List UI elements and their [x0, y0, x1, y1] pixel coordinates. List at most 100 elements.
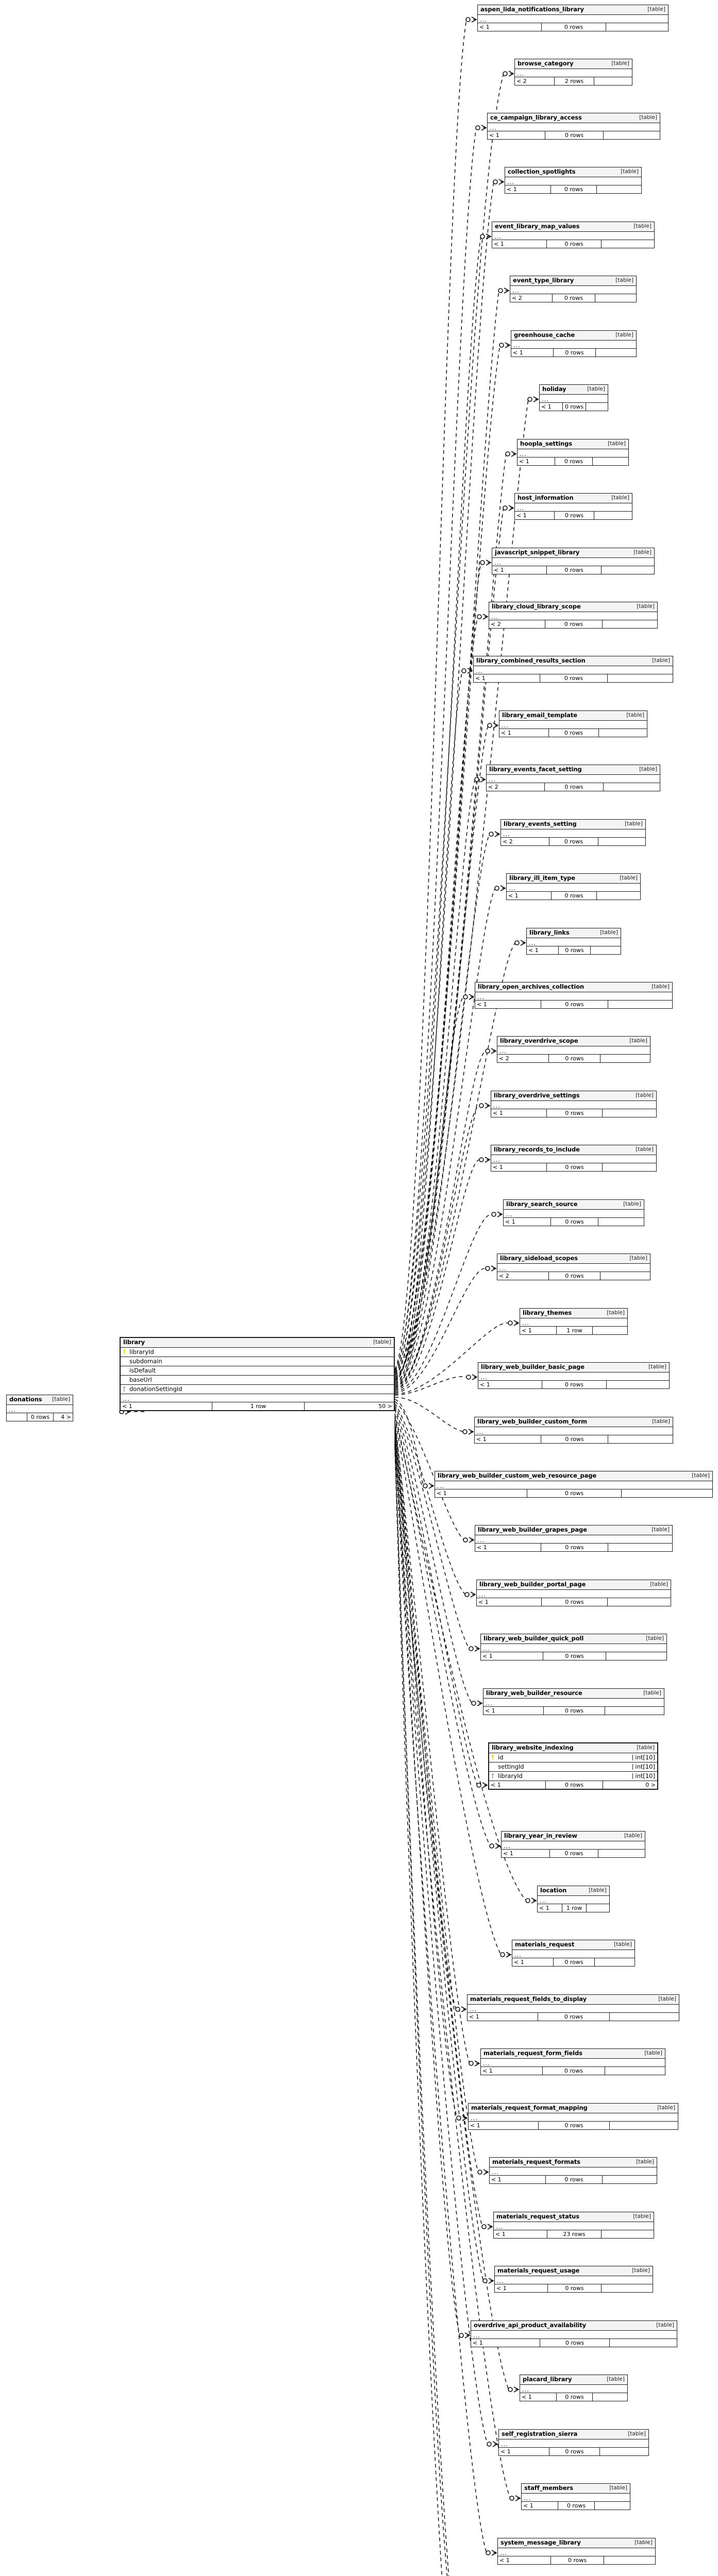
hidden-columns-ellipsis[interactable]: ...: [498, 2548, 655, 2556]
hidden-columns-ellipsis[interactable]: ...: [517, 449, 628, 457]
hidden-columns-ellipsis[interactable]: ...: [478, 1372, 669, 1381]
hidden-columns-ellipsis[interactable]: ...: [487, 775, 660, 783]
hidden-columns-ellipsis[interactable]: ...: [488, 123, 660, 131]
table-header[interactable]: library_themes[table]: [520, 1309, 627, 1318]
hidden-columns-ellipsis[interactable]: ...: [511, 341, 636, 349]
table-header[interactable]: library_web_builder_grapes_page[table]: [475, 1526, 672, 1535]
table-node-library_web_builder_resource[interactable]: library_web_builder_resource[table]...< …: [483, 1688, 664, 1715]
table-header[interactable]: library_web_builder_custom_web_resource_…: [435, 1471, 712, 1481]
table-header[interactable]: library_web_builder_custom_form[table]: [475, 1417, 673, 1427]
hidden-columns-ellipsis[interactable]: ...: [483, 1699, 664, 1707]
table-header[interactable]: library_web_builder_portal_page[table]: [477, 1580, 671, 1590]
table-header[interactable]: library_links[table]: [527, 928, 621, 938]
table-header[interactable]: library_web_builder_quick_poll[table]: [481, 1634, 666, 1644]
table-header[interactable]: aspen_lida_notifications_library[table]: [478, 5, 668, 15]
table-header[interactable]: library_email_template[table]: [499, 711, 647, 721]
hidden-columns-ellipsis[interactable]: ...: [435, 1481, 712, 1489]
hidden-columns-ellipsis[interactable]: ...: [491, 1101, 656, 1109]
table-node-materials_request_fields_to_display[interactable]: materials_request_fields_to_display[tabl…: [467, 1994, 679, 2021]
hidden-columns-ellipsis[interactable]: ...: [499, 2439, 648, 2448]
table-header[interactable]: library_cloud_library_scope[table]: [489, 602, 657, 612]
hidden-columns-ellipsis[interactable]: ...: [492, 232, 654, 240]
table-node-library_web_builder_custom_form[interactable]: library_web_builder_custom_form[table]..…: [474, 1417, 673, 1444]
hidden-columns-ellipsis[interactable]: ...: [515, 69, 632, 77]
hidden-columns-ellipsis[interactable]: ...: [7, 1405, 73, 1413]
hidden-columns-ellipsis[interactable]: ...: [505, 177, 641, 185]
hidden-columns-ellipsis[interactable]: ...: [510, 286, 636, 294]
table-header[interactable]: materials_request_fields_to_display[tabl…: [467, 1995, 679, 2005]
table-node-library_web_builder_basic_page[interactable]: library_web_builder_basic_page[table]...…: [478, 1362, 670, 1389]
table-header[interactable]: self_registration_sierra[table]: [499, 2430, 648, 2439]
table-node-library_web_builder_quick_poll[interactable]: library_web_builder_quick_poll[table]...…: [480, 1634, 667, 1660]
table-header[interactable]: holiday[table]: [540, 385, 608, 395]
hidden-columns-ellipsis[interactable]: ...: [475, 1535, 672, 1544]
table-header[interactable]: placard_library[table]: [520, 2375, 627, 2385]
table-node-library_web_builder_custom_web_resource_page[interactable]: library_web_builder_custom_web_resource_…: [435, 1471, 713, 1498]
hidden-columns-ellipsis[interactable]: ...: [491, 1155, 656, 1163]
hidden-columns-ellipsis[interactable]: ...: [478, 15, 668, 23]
hidden-columns-ellipsis[interactable]: ...: [494, 2222, 654, 2230]
hidden-columns-ellipsis[interactable]: ...: [121, 1394, 394, 1402]
table-header[interactable]: library_overdrive_settings[table]: [491, 1091, 656, 1101]
table-header[interactable]: library_search_source[table]: [504, 1200, 644, 1210]
hidden-columns-ellipsis[interactable]: ...: [475, 992, 672, 1001]
table-node-library_cloud_library_scope[interactable]: library_cloud_library_scope[table]...< 2…: [489, 602, 658, 629]
table-node-materials_request_format_mapping[interactable]: materials_request_format_mapping[table].…: [468, 2103, 678, 2130]
table-header[interactable]: library_events_facet_setting[table]: [487, 765, 660, 775]
table-header[interactable]: library_web_builder_basic_page[table]: [478, 1363, 669, 1372]
hidden-columns-ellipsis[interactable]: ...: [515, 503, 632, 512]
hidden-columns-ellipsis[interactable]: ...: [474, 666, 673, 674]
table-header[interactable]: library_open_archives_collection[table]: [475, 982, 672, 992]
hidden-columns-ellipsis[interactable]: ...: [538, 1896, 609, 1904]
table-header[interactable]: library_events_setting[table]: [501, 820, 645, 829]
table-header[interactable]: location[table]: [538, 1886, 609, 1896]
hidden-columns-ellipsis[interactable]: ...: [502, 1841, 645, 1850]
table-header[interactable]: library_sideload_scopes[table]: [497, 1254, 650, 1264]
hidden-columns-ellipsis[interactable]: ...: [495, 2276, 653, 2284]
table-header[interactable]: library[table]: [121, 1338, 394, 1348]
hidden-columns-ellipsis[interactable]: ...: [481, 1644, 666, 1652]
table-header[interactable]: materials_request_formats[table]: [490, 2158, 657, 2167]
table-header[interactable]: library_ill_item_type[table]: [507, 874, 640, 884]
table-header[interactable]: materials_request_format_mapping[table]: [469, 2104, 678, 2113]
table-header[interactable]: library_overdrive_scope[table]: [497, 1037, 650, 1046]
table-header[interactable]: library_web_builder_resource[table]: [483, 1689, 664, 1699]
hidden-columns-ellipsis[interactable]: ...: [497, 1264, 650, 1272]
table-header[interactable]: materials_request_usage[table]: [495, 2266, 653, 2276]
table-node-library_events_facet_setting[interactable]: library_events_facet_setting[table]...< …: [486, 765, 660, 791]
table-node-library_web_builder_grapes_page[interactable]: library_web_builder_grapes_page[table]..…: [475, 1525, 673, 1552]
hidden-columns-ellipsis[interactable]: ...: [492, 558, 654, 566]
hidden-columns-ellipsis[interactable]: ...: [497, 1046, 650, 1055]
hidden-columns-ellipsis[interactable]: ...: [469, 2113, 678, 2122]
hidden-columns-ellipsis[interactable]: ...: [490, 2167, 657, 2176]
table-header[interactable]: event_library_map_values[table]: [492, 222, 654, 232]
table-header[interactable]: greenhouse_cache[table]: [511, 331, 636, 341]
table-header[interactable]: library_year_in_review[table]: [502, 1832, 645, 1841]
table-header[interactable]: overdrive_api_product_availability[table…: [471, 2321, 677, 2331]
hidden-columns-ellipsis[interactable]: ...: [481, 2059, 665, 2067]
table-header[interactable]: donations[table]: [7, 1395, 73, 1405]
